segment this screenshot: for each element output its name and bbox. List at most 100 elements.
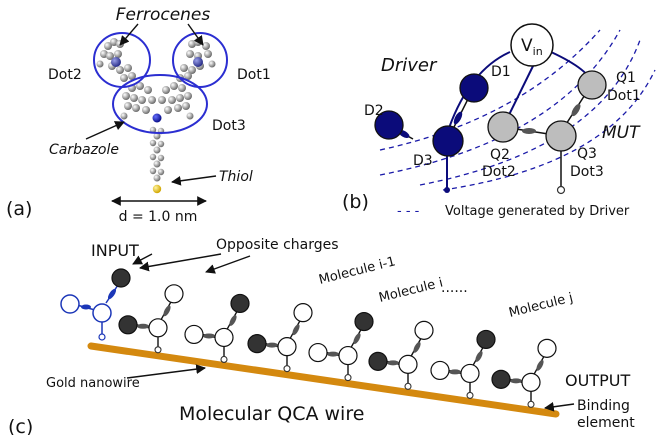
vin-source [510,23,554,67]
qca-dot [118,315,138,335]
binding-element [527,400,535,408]
qca-molecule [430,329,496,399]
vin-label: Vin [521,36,543,58]
qca-dot [214,327,234,348]
q3-label: Q3 [577,146,597,162]
binding-arrow [544,401,575,412]
qca-dot [537,338,557,358]
qca-dot [338,345,358,366]
binding-element [404,382,412,390]
legend-text: Voltage generated by Driver [445,204,630,219]
d1-dot [459,73,489,103]
carbazole-arrow [85,121,125,140]
ferrocene-left [96,38,136,82]
qca-dot [460,363,480,384]
d2-label: D2 [364,103,384,119]
binding-element [154,346,162,354]
qca-dot [430,360,450,381]
dot1-label: Dot1 [237,67,271,83]
carbazole-core [120,82,194,123]
wire-title: Molecular QCA wire [179,403,364,425]
qca-dot [414,320,434,340]
dot3-ellipse [112,74,208,134]
distance-label: d = 1.0 nm [119,209,198,225]
qca-dot [521,372,541,392]
qca-dot [164,284,184,304]
qca-dot [277,337,297,357]
panel-b-label: (b) [342,191,369,213]
input-label: INPUT [91,241,139,260]
dot1-ellipse [172,32,228,88]
qca-dot [184,324,204,345]
molecule-rendering [96,38,216,194]
q1-dot [577,70,607,100]
output-label: OUTPUT [565,371,630,390]
qca-molecule [247,303,313,373]
opposite-charges-label: Opposite charges [216,237,339,253]
molecule-i-minus-1-label: Molecule i-1 [317,254,397,288]
input-arrow [132,253,153,265]
d1-label: D1 [491,64,511,80]
dot2-label-b: Dot2 [482,164,516,180]
thiol-arrow [171,175,217,186]
qca-molecule [308,311,374,382]
d3-dot [432,125,464,157]
qca-dot [247,334,267,354]
d2-dot [374,110,404,140]
ferrocenes-arrow-left [119,23,139,46]
qca-dot [230,293,250,314]
qca-dot [368,351,388,371]
molecule-j-label: Molecule j [507,290,574,320]
binding-label-line1: Binding [577,398,630,414]
qca-dot [398,354,418,374]
legend-dash: - - - [397,204,420,219]
binding-label-line2: element [577,415,635,431]
opposite-charges-arrow-right [205,255,251,274]
qca-molecule [368,320,434,390]
gold-nanowire-arrow [126,364,206,379]
dot3-label-b: Dot3 [570,164,604,180]
qca-dot [354,311,374,332]
binding-element [466,391,474,399]
panel-c-label: (c) [8,416,33,435]
qca-dot [308,342,328,363]
binding-element [344,374,352,382]
panel-b: Vin Driver MUT D1 D2 D3 Q1 Dot1 Q2 Dot2 … [342,23,656,219]
qca-molecule [184,293,250,363]
qca-dot [476,329,496,350]
q3-dot [545,120,577,152]
molecule-i-label: Molecule i [377,275,444,305]
panel-c: INPUT Opposite charges Molecule i-1 Mole… [8,237,635,438]
opposite-charges-arrow-left [139,253,222,272]
q1-label: Q1 [616,70,636,86]
mut-label: MUT [602,123,641,143]
qca-dot [293,303,313,323]
binding-element [220,355,228,363]
thiol-label: Thiol [219,169,253,185]
panel-a-label: (a) [6,198,32,220]
thiol-chain [149,126,165,194]
input-molecule [60,268,131,341]
qca-dot [148,318,168,338]
ellipsis-label: ...... [441,280,468,296]
dot3-label: Dot3 [212,118,246,134]
binding-element [283,365,291,373]
gold-nanowire [87,342,560,418]
qca-molecule [118,284,184,354]
qca-molecule [491,338,557,408]
qca-dot [491,369,511,389]
dot1-label-b: Dot1 [607,88,641,104]
dot2-label: Dot2 [48,67,82,83]
gold-nanowire-label: Gold nanowire [46,376,140,391]
driver-label: Driver [381,55,438,76]
ferrocene-right [176,38,216,82]
qca-molecules [118,284,557,408]
ferrocenes-label: Ferrocenes [116,5,211,25]
d3-label: D3 [413,153,433,169]
carbazole-label: Carbazole [49,142,119,158]
panel-a: Ferrocenes Dot2 Dot1 Dot3 Carbazole Thio… [6,5,271,225]
q2-dot [487,111,519,143]
q2-label: Q2 [490,147,510,163]
